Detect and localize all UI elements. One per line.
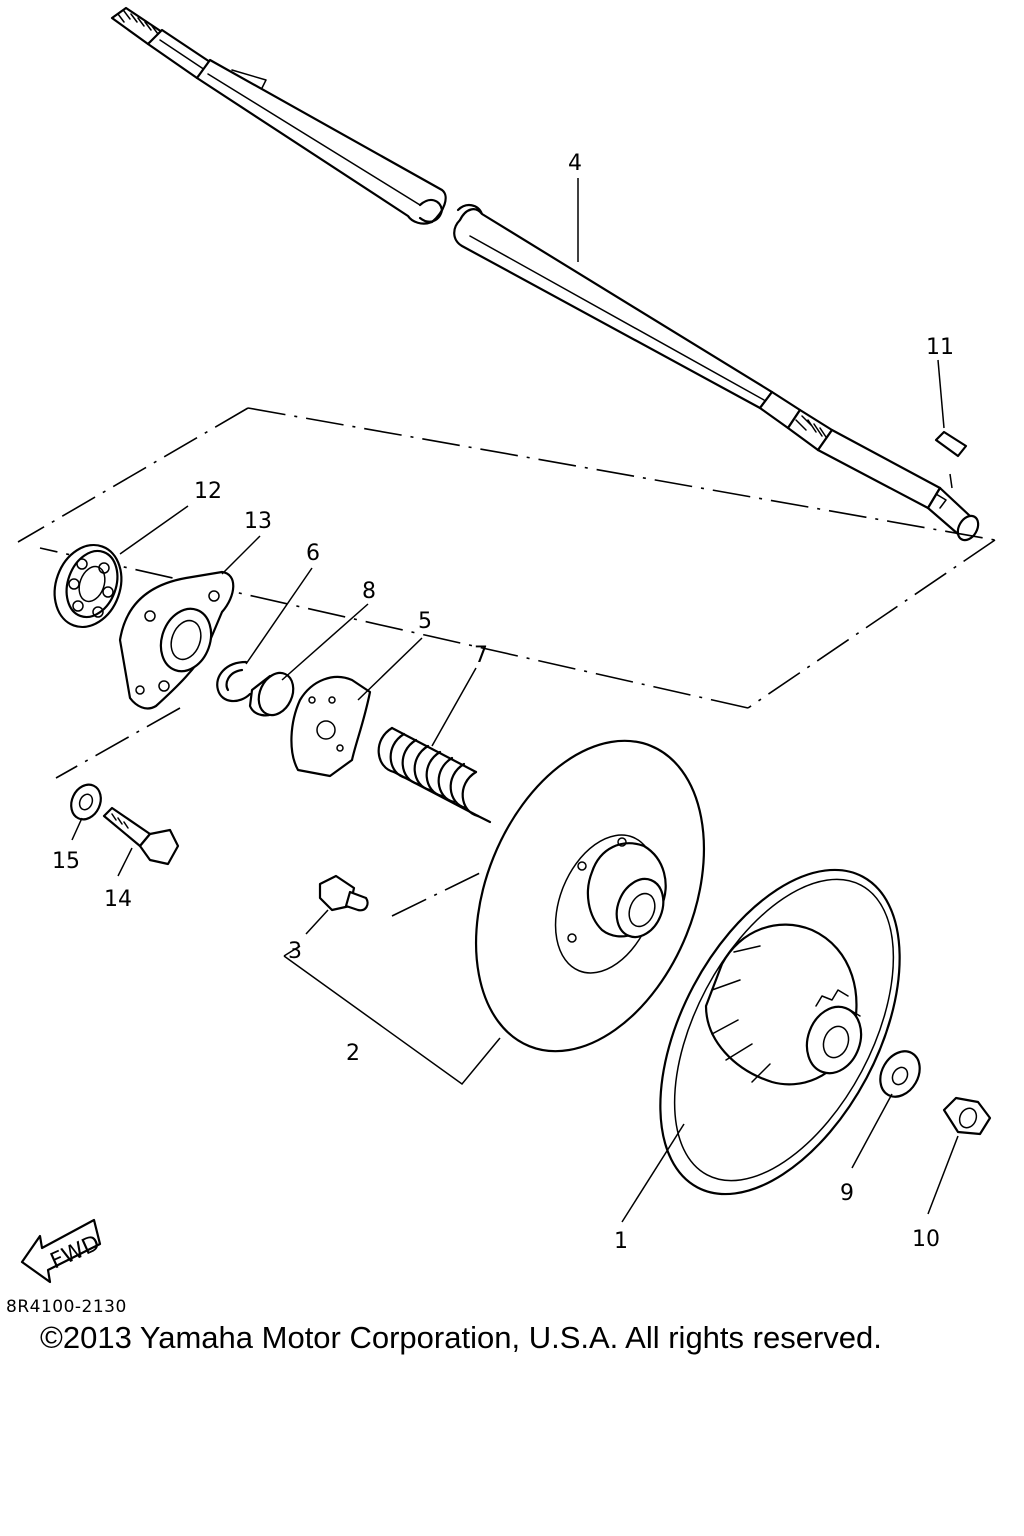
leader-lines	[71, 178, 959, 1223]
callout-14: 14	[104, 887, 132, 912]
woodruff-key	[934, 430, 968, 458]
callout-11: 11	[926, 335, 954, 360]
spring-seat	[290, 675, 372, 778]
callout-5: 5	[418, 609, 432, 634]
callout-3: 3	[288, 939, 302, 964]
fwd-arrow: FWD	[20, 1218, 104, 1284]
secondary-shaft	[110, 6, 980, 542]
collar	[248, 671, 295, 717]
assembly-outline	[17, 407, 996, 917]
bolt	[102, 806, 180, 866]
ball-bearing	[53, 543, 123, 629]
copyright-notice: ©2013 Yamaha Motor Corporation, U.S.A. A…	[40, 1320, 882, 1355]
callout-10: 10	[912, 1227, 940, 1252]
callout-4: 4	[568, 151, 582, 176]
washer	[70, 783, 102, 821]
callout-13: 13	[244, 509, 272, 534]
movable-sheave	[474, 739, 706, 1053]
callout-7: 7	[474, 643, 488, 668]
callout-8: 8	[362, 579, 376, 604]
callout-12: 12	[194, 479, 222, 504]
plug-bolt	[318, 874, 369, 912]
callout-9: 9	[840, 1181, 854, 1206]
compression-spring	[377, 726, 492, 824]
nut	[942, 1096, 992, 1136]
callouts: 1 2 3 4 5 6 7 8 9 10 11 12 13 14 15	[52, 151, 954, 1254]
bearing-holder-plate	[118, 570, 235, 710]
fixed-sheave	[659, 868, 901, 1196]
callout-2: 2	[346, 1041, 360, 1066]
callout-15: 15	[52, 849, 80, 874]
washer-small	[879, 1050, 921, 1098]
circlip	[216, 660, 252, 703]
callout-1: 1	[614, 1229, 628, 1254]
callout-6: 6	[306, 541, 320, 566]
diagram-code: 8R4100-2130	[6, 1297, 127, 1317]
